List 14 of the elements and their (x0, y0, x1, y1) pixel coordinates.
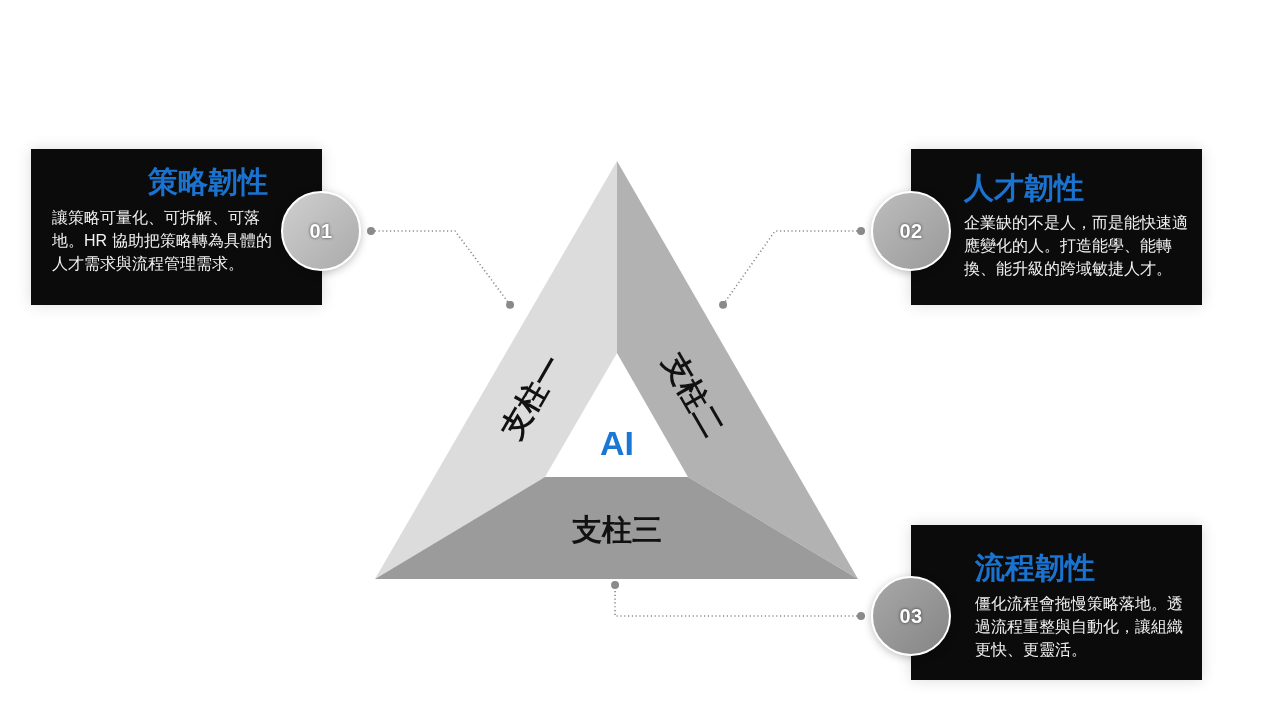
leader-line (719, 227, 865, 309)
card-heading: 人才韌性 (964, 170, 1084, 206)
pillar-label: 支柱二 (655, 347, 732, 443)
card-heading: 策略韌性 (148, 164, 268, 200)
pillar-label: 支柱三 (572, 512, 662, 548)
card-description: 企業缺的不是人，而是能快速適應變化的人。打造能學、能轉換、能升級的跨域敏捷人才。 (964, 213, 1189, 279)
leader-line (611, 581, 865, 620)
card-description: 讓策略可量化、可拆解、可落地。HR 協助把策略轉為具體的人才需求與流程管理需求。 (52, 208, 273, 274)
card-heading: 流程韌性 (975, 550, 1095, 586)
pillar-label: 支柱一 (493, 349, 570, 445)
card-description: 僵化流程會拖慢策略落地。透過流程重整與自動化，讓組織更快、更靈活。 (975, 594, 1184, 660)
leader-line (367, 227, 515, 309)
pyramid-segment (375, 477, 858, 579)
center-label: AI (600, 425, 634, 461)
